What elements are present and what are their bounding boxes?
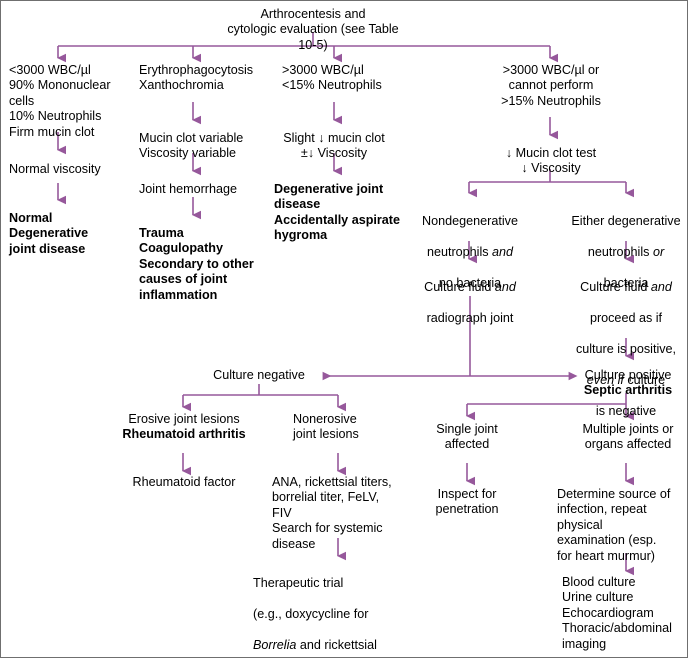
node-text: neutrophils or [587, 245, 665, 260]
node-slight-mucin-clot: Slight ↓ mucin clot ±↓ Viscosity [283, 131, 385, 161]
italic-or: or [652, 245, 665, 260]
node-text: is negative [595, 403, 657, 418]
node-degenerative-joint-disease: Degenerative joint disease Accidentally … [274, 182, 400, 243]
node-low-wbc: <3000 WBC/µl 90% Mononuclear cells 10% N… [9, 63, 111, 139]
node-culture-negative: Culture negative [213, 368, 305, 382]
italic-borrelia: Borrelia [253, 638, 297, 653]
node-text: (e.g., doxycycline for [253, 607, 369, 622]
node-septic-arthritis: Septic arthritis [583, 383, 673, 397]
node-multiple-joints-affected: Multiple joints or organs affected [582, 422, 674, 452]
node-text: radiograph joint [426, 311, 514, 326]
node-either-degenerative-neutrophils: Either degenerative neutrophils or bacte… [556, 199, 687, 291]
node-ana-titers: ANA, rickettsial titers, borrelial titer… [272, 475, 392, 551]
node-high-wbc-or-cannot-perform: >3000 WBC/µl or cannot perform >15% Neut… [501, 63, 601, 108]
node-high-wbc-low-neut: >3000 WBC/µl <15% Neutrophils [282, 63, 382, 93]
italic-and: and [494, 280, 516, 295]
italic-even-if: even if [586, 372, 624, 387]
node-text: bacteria [603, 276, 649, 291]
node-normal-degenerative: Normal Degenerative joint disease [9, 211, 89, 256]
node-mucin-clot-variable: Mucin clot variable Viscosity variable [139, 131, 244, 161]
node-text: Culture fluid and [424, 280, 516, 295]
node-culture-positive: Culture positive [584, 368, 672, 382]
node-text: Either degenerative [571, 214, 681, 229]
node-text: Borrelia and rickettsial [253, 638, 377, 653]
node-text: even if culture [586, 372, 666, 387]
node-mucin-clot-test: ↓ Mucin clot test ↓ Viscosity [505, 146, 597, 176]
node-text: Therapeutic trial [253, 576, 344, 591]
node-nondegenerative-neutrophils: Nondegenerative neutrophils and no bacte… [402, 199, 538, 291]
node-single-joint-affected: Single joint affected [436, 422, 498, 452]
node-normal-viscosity: Normal viscosity [9, 162, 101, 176]
edge-cultneg-split [183, 384, 338, 396]
node-inspect-for-penetration: Inspect for penetration [435, 487, 499, 517]
node-blood-urine-culture: Blood culture Urine culture Echocardiogr… [562, 575, 672, 651]
node-trauma-coagulopathy: Trauma Coagulopathy Secondary to other c… [139, 226, 254, 302]
node-determine-source: Determine source of infection, repeat ph… [557, 487, 671, 563]
node-text: no bacteria [438, 276, 502, 291]
node-culture-fluid-radiograph: Culture fluid and radiograph joint [402, 265, 538, 327]
node-text: Culture fluid and [580, 280, 672, 295]
italic-and: and [492, 245, 514, 260]
node-text: culture is positive, [575, 342, 677, 357]
node-proceed-as-if-positive: Culture fluid and proceed as if culture … [558, 265, 687, 419]
italic-and: and [650, 280, 672, 295]
node-rheumatoid-factor: Rheumatoid factor [132, 475, 236, 489]
node-erythrophagocytosis: Erythrophagocytosis Xanthochromia [139, 63, 254, 93]
node-text: neutrophils and [426, 245, 514, 260]
node-text: Nondegenerative [422, 214, 518, 229]
node-joint-hemorrhage: Joint hemorrhage [139, 182, 238, 196]
node-nonerosive-joint-lesions: Nonerosive joint lesions [293, 412, 359, 442]
node-text: proceed as if [589, 311, 663, 326]
node-rheumatoid-arthritis: Rheumatoid arthritis [122, 427, 246, 441]
node-therapeutic-trial: Therapeutic trial (e.g., doxycycline for… [253, 561, 453, 657]
node-erosive-joint-lesions: Erosive joint lesions [128, 412, 240, 426]
node-root: Arthrocentesis and cytologic evaluation … [227, 7, 399, 52]
